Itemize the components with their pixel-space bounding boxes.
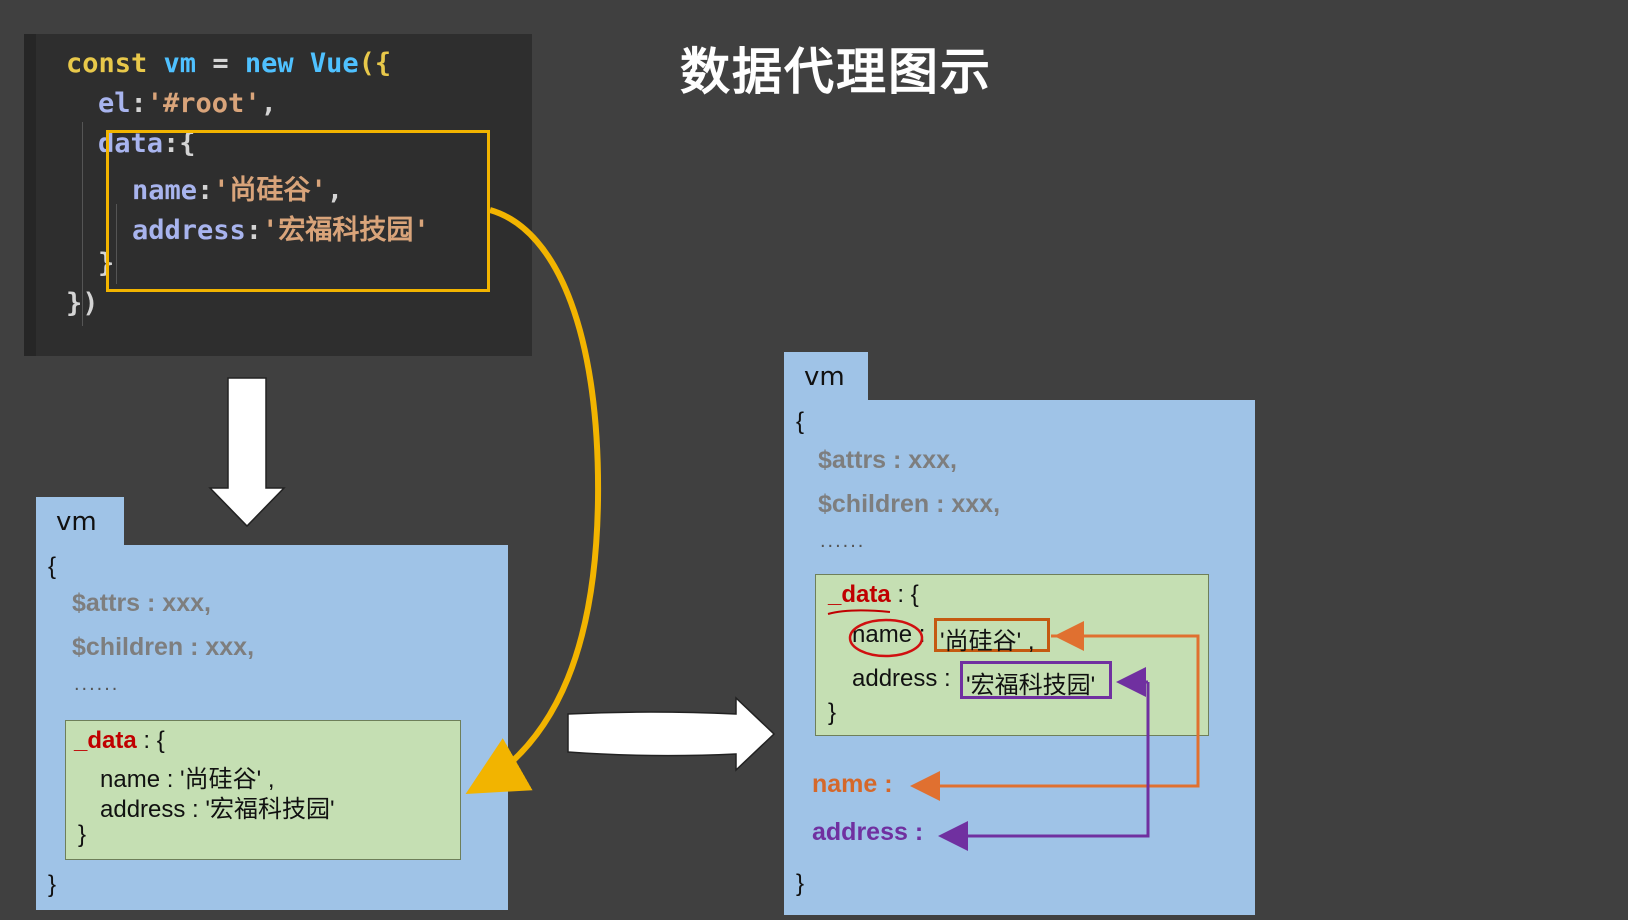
right-vm-tab: vm bbox=[784, 352, 868, 400]
right-data-address-value: '宏福科技园' bbox=[966, 672, 1096, 699]
right-data-name-value: '尚硅谷' , bbox=[940, 628, 1035, 655]
right-data-close-brace: } bbox=[828, 699, 837, 726]
right-vm-children: $children : xxx, bbox=[818, 490, 1001, 518]
down-arrow-icon bbox=[208, 377, 286, 528]
code-block: const vm = new Vue({ el:'#root', data:{ … bbox=[24, 34, 532, 356]
indent-guide bbox=[82, 122, 83, 326]
name-highlight-circle bbox=[848, 618, 924, 658]
left-data-address: address : '宏福科技园' bbox=[100, 796, 335, 823]
right-vm-box: { $attrs : xxx, $children : xxx, ...... … bbox=[784, 400, 1255, 915]
left-data-name: name : '尚硅谷' , bbox=[100, 766, 275, 793]
left-vm-open-brace: { bbox=[48, 553, 57, 580]
address-value-box bbox=[960, 661, 1112, 699]
code-line-4: name:'尚硅谷', bbox=[132, 175, 344, 206]
right-vm-dots: ...... bbox=[820, 530, 866, 552]
left-data-box: _data : { name : '尚硅谷' , address : '宏福科技… bbox=[65, 720, 461, 860]
right-arrow-icon bbox=[567, 696, 776, 772]
right-vm-close-brace: } bbox=[796, 870, 805, 897]
proxy-name-label: name : bbox=[812, 770, 893, 798]
diagram-title: 数据代理图示 bbox=[680, 43, 992, 101]
left-vm-dots: ...... bbox=[74, 673, 120, 695]
left-data-key-line: _data : { bbox=[74, 727, 165, 754]
left-vm-close-brace: } bbox=[48, 871, 57, 898]
code-line-5: address:'宏福科技园' bbox=[132, 215, 430, 246]
code-line-1: const vm = new Vue({ bbox=[66, 48, 392, 79]
left-vm-tab: vm bbox=[36, 497, 124, 545]
left-data-close-brace: } bbox=[78, 821, 87, 848]
right-vm-open-brace: { bbox=[796, 408, 805, 435]
left-vm-attrs: $attrs : xxx, bbox=[72, 589, 211, 617]
left-vm-children: $children : xxx, bbox=[72, 633, 255, 661]
proxy-address-label: address : bbox=[812, 818, 924, 846]
purple-proxy-arrow bbox=[938, 682, 1150, 851]
right-vm-attrs: $attrs : xxx, bbox=[818, 446, 957, 474]
left-vm-box: { $attrs : xxx, $children : xxx, ...... … bbox=[36, 545, 508, 910]
data-underline bbox=[827, 609, 891, 615]
code-line-2: el:'#root', bbox=[98, 88, 277, 119]
right-data-address-key: address : bbox=[852, 665, 951, 692]
right-data-key-line: _data : { bbox=[828, 581, 919, 608]
code-line-7: }) bbox=[66, 288, 99, 319]
indent-guide bbox=[116, 204, 117, 284]
data-highlight-box bbox=[106, 130, 490, 292]
orange-proxy-arrow bbox=[910, 634, 1200, 801]
name-value-box bbox=[934, 618, 1050, 652]
yellow-curve-arrow bbox=[465, 207, 602, 794]
